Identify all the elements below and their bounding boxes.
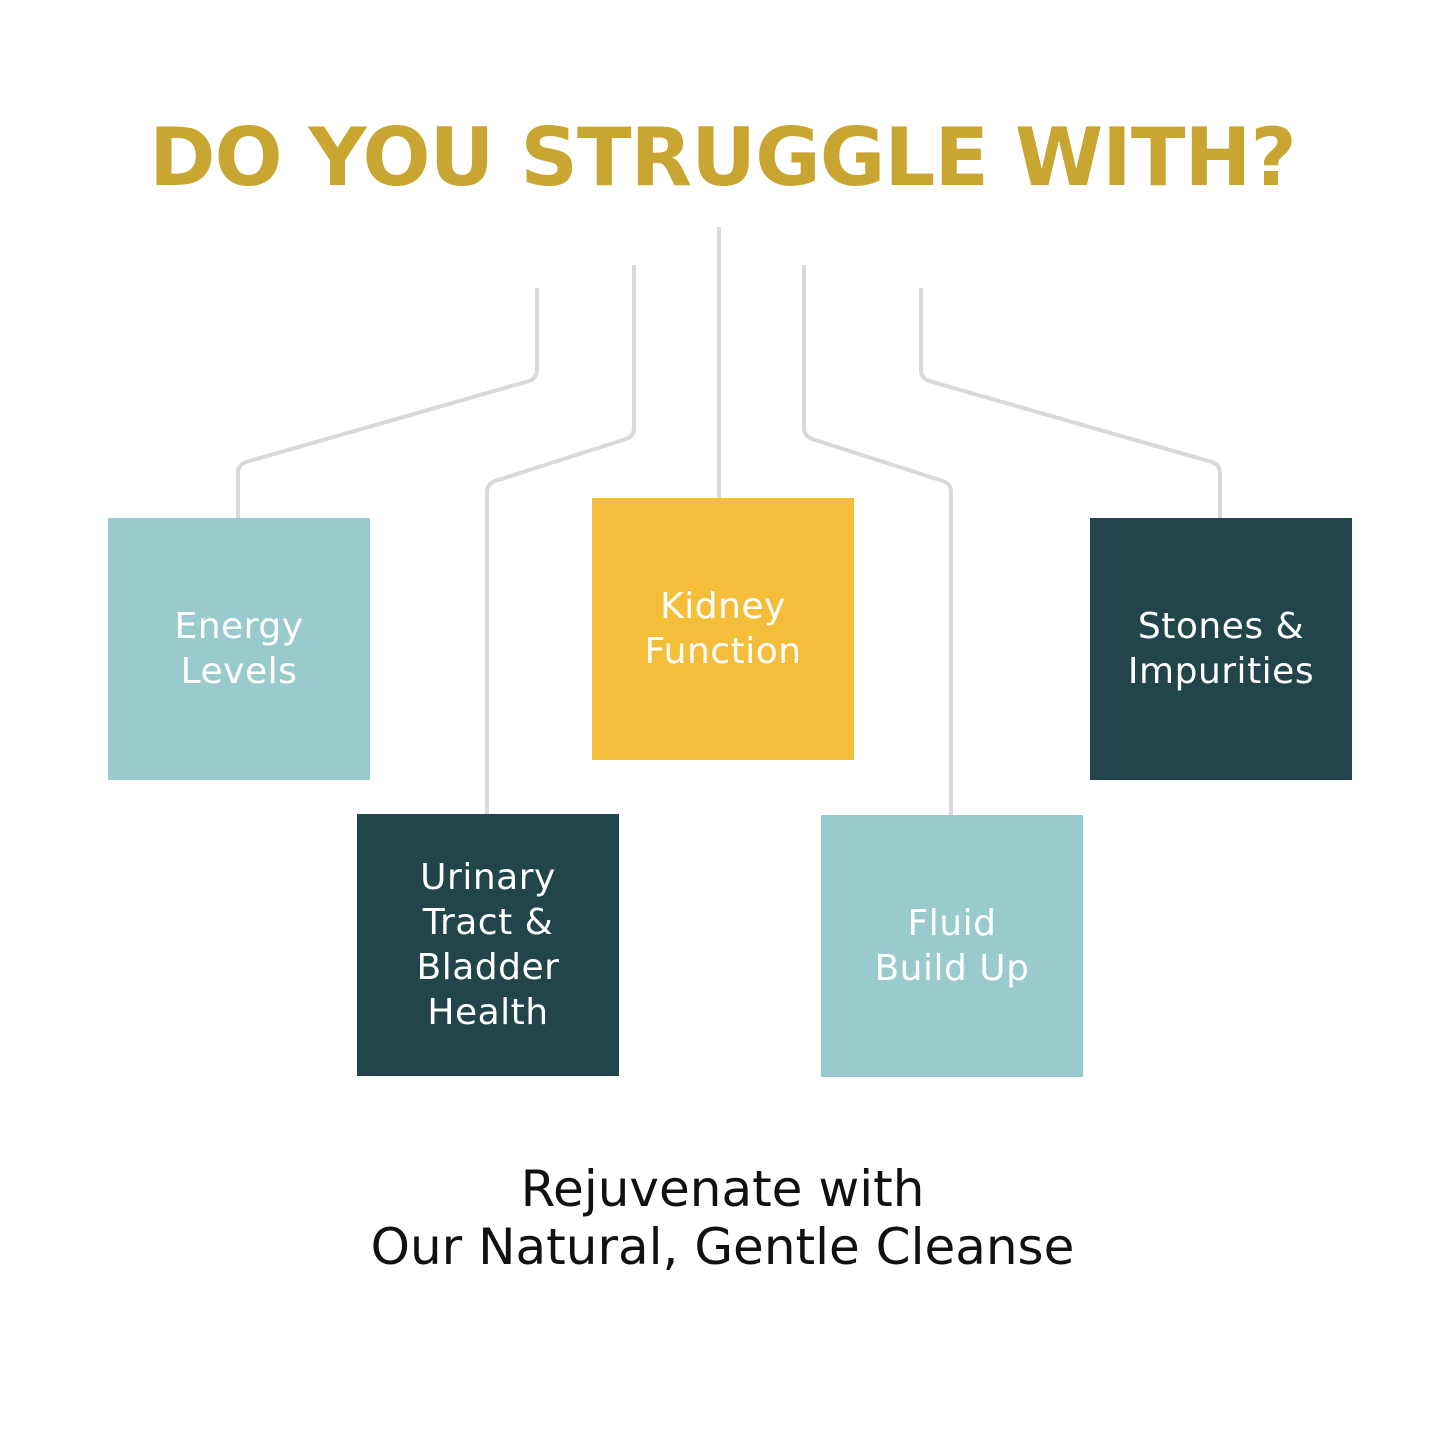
- kidney-function-label: Kidney Function: [644, 586, 802, 672]
- fluid-build-up-box: Fluid Build Up: [821, 815, 1083, 1077]
- tagline-line-1: Rejuvenate with: [520, 1160, 925, 1218]
- kidney-function-box: Kidney Function: [592, 498, 854, 760]
- tagline-line-2: Our Natural, Gentle Cleanse: [370, 1218, 1075, 1276]
- urinary-tract-label: Urinary Tract & Bladder Health: [416, 857, 560, 1033]
- connector-stones: [919, 288, 1222, 518]
- connector-fluid: [802, 265, 953, 815]
- stones-impurities-box: Stones & Impurities: [1090, 518, 1352, 780]
- energy-levels-box: Energy Levels: [108, 518, 370, 780]
- page-title: DO YOU STRUGGLE WITH?: [149, 111, 1297, 204]
- stones-impurities-label: Stones & Impurities: [1127, 606, 1315, 692]
- urinary-tract-box: Urinary Tract & Bladder Health: [357, 814, 619, 1076]
- connector-urinary: [485, 265, 636, 814]
- fluid-build-up-label: Fluid Build Up: [874, 903, 1030, 989]
- connector-energy: [236, 288, 539, 518]
- energy-levels-label: Energy Levels: [174, 606, 304, 692]
- tagline: Rejuvenate with Our Natural, Gentle Clea…: [0, 1160, 1445, 1276]
